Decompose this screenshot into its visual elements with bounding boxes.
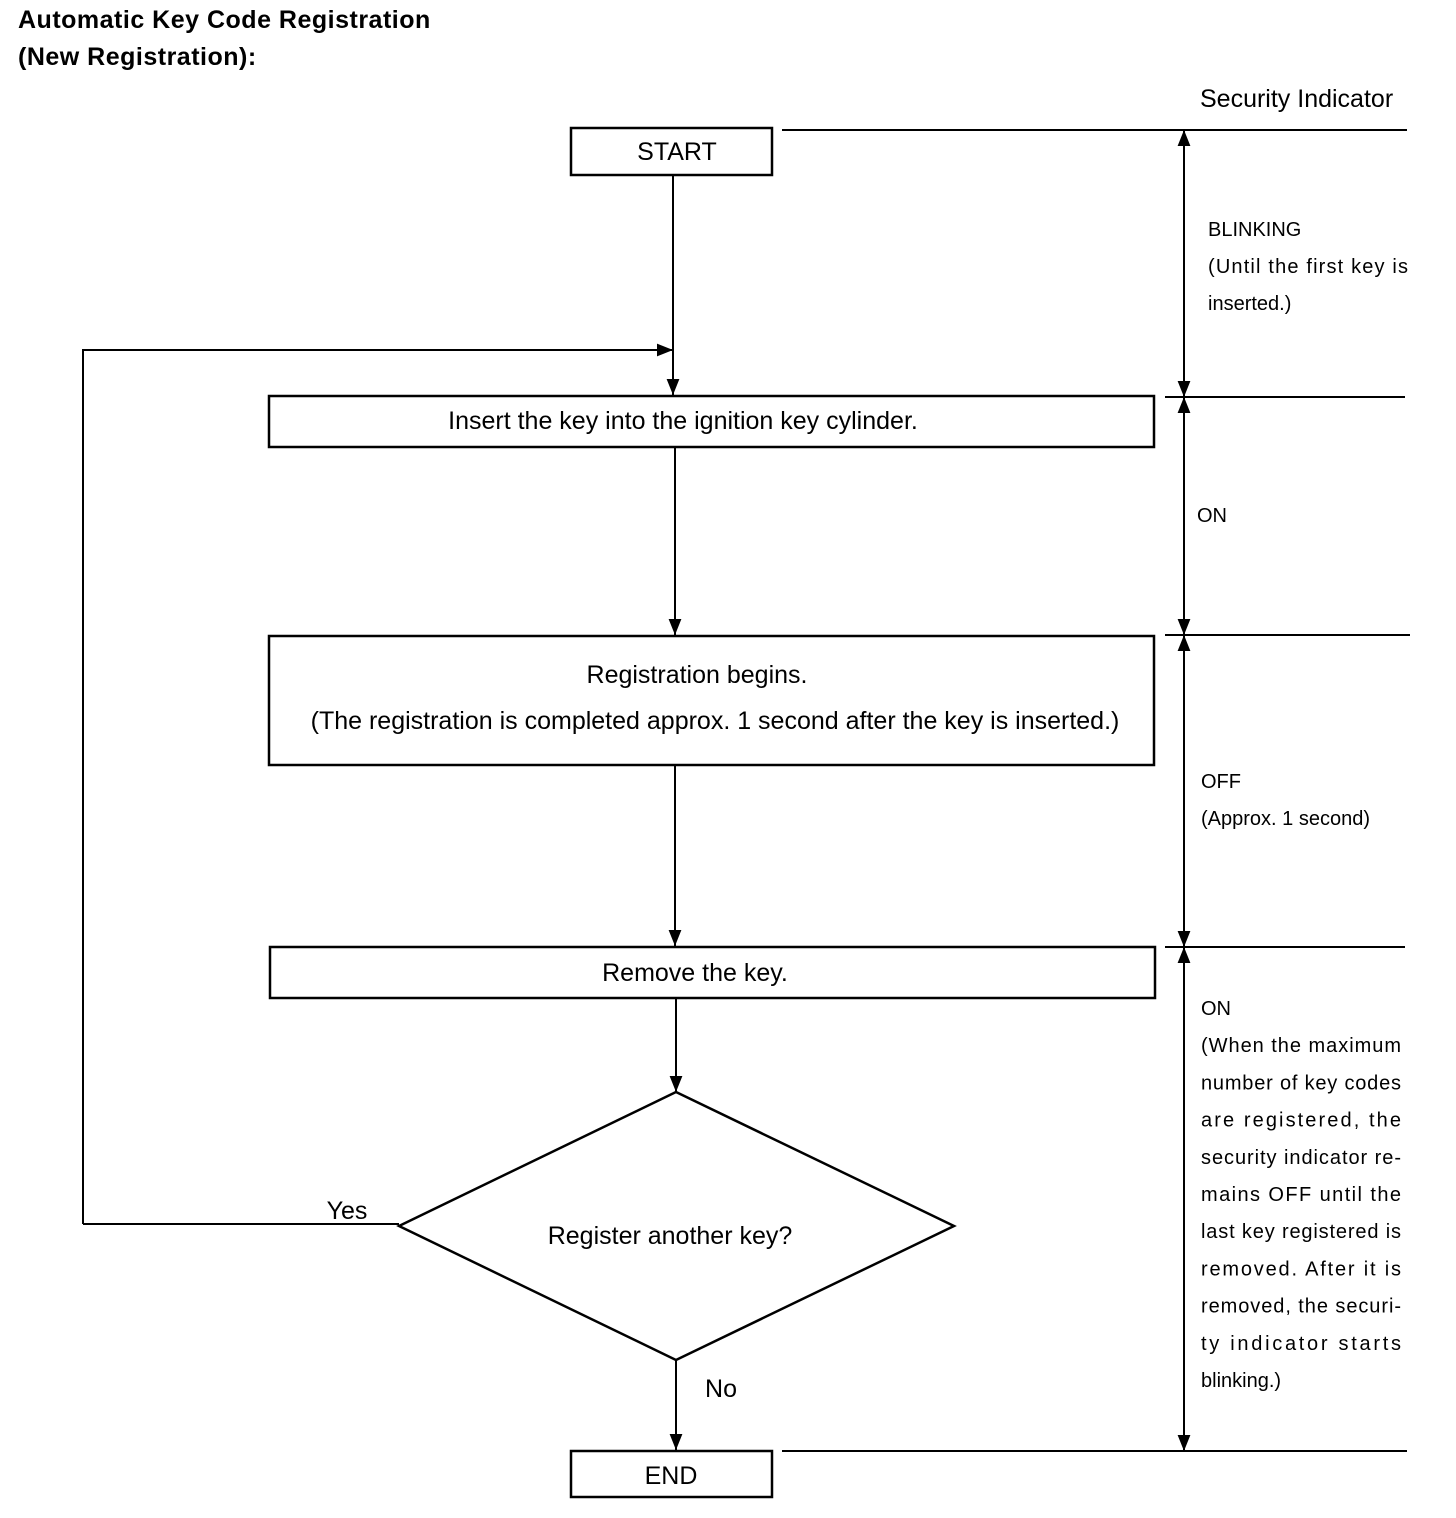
- state-note: mains OFF until the: [1201, 1184, 1401, 1206]
- end-node: END: [569, 1449, 774, 1499]
- state-note: removed, the securi-: [1201, 1296, 1401, 1318]
- yes-label: Yes: [327, 1197, 368, 1225]
- registration-step: Registration begins. (The registration i…: [267, 634, 1156, 767]
- state-note: ty indicator starts: [1201, 1333, 1401, 1355]
- state-note: blinking.): [1201, 1370, 1281, 1392]
- state-label: OFF: [1201, 771, 1241, 793]
- state-blinking: BLINKING (Until the first key is inserte…: [1208, 219, 1408, 315]
- registration-label: Registration begins.: [587, 661, 808, 689]
- state-note: removed. After it is: [1201, 1258, 1401, 1280]
- state-on-final: ON (When the maximum number of key codes ar…: [1201, 998, 1401, 1392]
- state-note: (Approx. 1 second): [1201, 808, 1370, 830]
- security-indicator-header: Security Indicator: [1200, 85, 1393, 113]
- diagram-title-line2: (New Registration):: [18, 43, 257, 71]
- state-label: BLINKING: [1208, 219, 1301, 241]
- remove-key-label: Remove the key.: [602, 959, 788, 987]
- insert-key-step: Insert the key into the ignition key cyl…: [267, 394, 1156, 449]
- start-node: START: [569, 126, 774, 177]
- decision-node: Register another key?: [396, 1090, 957, 1362]
- state-on: ON: [1197, 505, 1227, 527]
- registration-note: (The registration is completed approx. 1…: [311, 707, 1120, 735]
- state-note: (When the maximum: [1201, 1035, 1401, 1057]
- state-note: last key registered is: [1201, 1221, 1401, 1243]
- indicator-timeline: [782, 129, 1410, 1452]
- state-note: inserted.): [1208, 293, 1291, 315]
- insert-key-label: Insert the key into the ignition key cyl…: [448, 407, 918, 435]
- no-label: No: [705, 1375, 737, 1403]
- diagram-title-line1: Automatic Key Code Registration: [18, 6, 431, 34]
- state-note: security indicator re-: [1201, 1147, 1401, 1169]
- connectors: [82, 175, 683, 1450]
- state-off: OFF (Approx. 1 second): [1201, 771, 1370, 830]
- remove-key-step: Remove the key.: [268, 945, 1157, 1000]
- state-note: are registered, the: [1201, 1110, 1401, 1132]
- state-note: (Until the first key is: [1208, 256, 1408, 278]
- start-label: START: [637, 138, 717, 166]
- state-note: number of key codes: [1201, 1072, 1401, 1094]
- end-label: END: [645, 1462, 698, 1490]
- state-label: ON: [1201, 998, 1231, 1020]
- decision-label: Register another key?: [548, 1222, 793, 1250]
- state-label: ON: [1197, 505, 1227, 527]
- arrow-yes-loop: [82, 343, 673, 1224]
